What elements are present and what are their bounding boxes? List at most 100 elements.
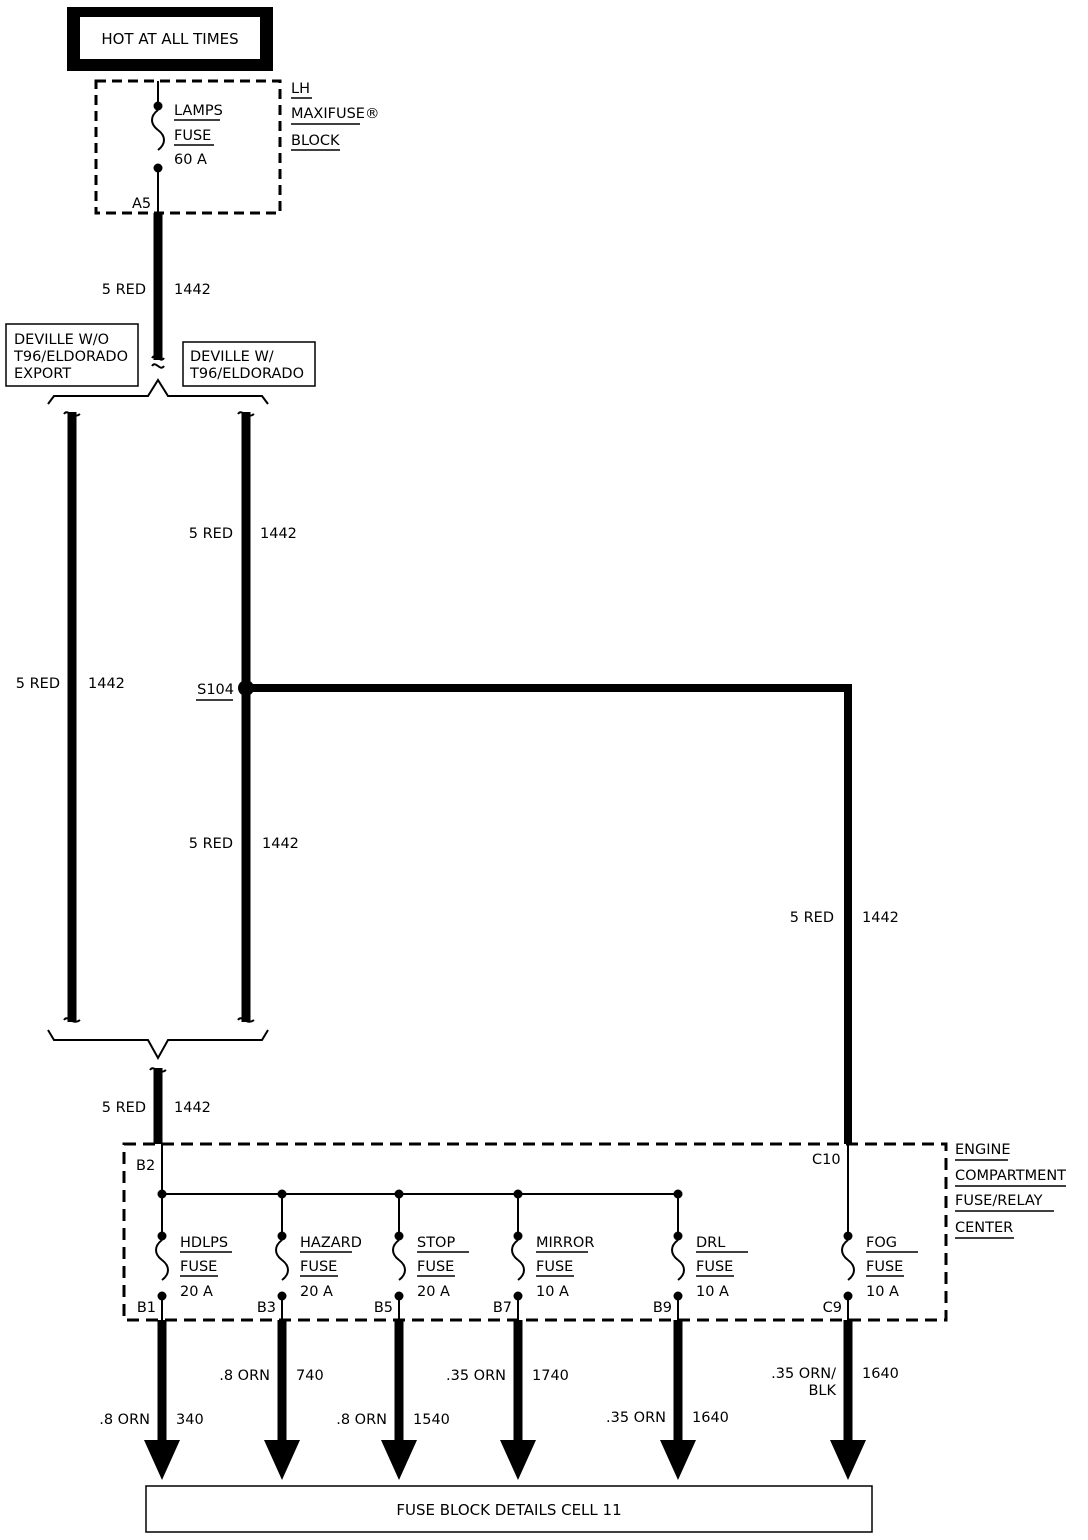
maxifuse-name-line-3: BLOCK [291,133,340,149]
engine-center-name-line-1: ENGINE [955,1142,1011,1158]
stop-output-arrow [381,1440,417,1480]
stop-fuse-symbol [392,1239,406,1281]
fog-fuse-bottom-dot [843,1291,853,1301]
wire-top-circuit: 1442 [174,282,211,298]
fog-fuse-type: FUSE [866,1259,903,1275]
engine-center-name-line-3: FUSE/RELAY [955,1193,1043,1209]
fog-fuse-name: FOG [866,1235,897,1251]
hazard-fuse-rating: 20 A [300,1284,333,1300]
fog-wire-circuit: 1640 [862,1366,899,1382]
mirror-fuse-rating: 10 A [536,1284,569,1300]
footer-text: FUSE BLOCK DETAILS CELL 11 [396,1501,621,1519]
lamps-fuse-symbol [151,109,165,151]
wire-left-gauge: 5 RED [16,676,60,692]
hdlps-output-arrow [144,1440,180,1480]
mirror-wire-gauge: .35 ORN [446,1368,506,1384]
hdlps-fuse-name: HDLPS [180,1235,228,1251]
hdlps-fuse-type: FUSE [180,1259,217,1275]
drl-fuse-top-dot [673,1231,683,1241]
splice-name: S104 [197,682,234,698]
drl-fuse-rating: 10 A [696,1284,729,1300]
mirror-fuse-name: MIRROR [536,1235,594,1251]
wire-fog-feed-circuit: 1442 [862,910,899,926]
stop-fuse-rating: 20 A [417,1284,450,1300]
wire-bottom-gauge: 5 RED [102,1100,146,1116]
lamps-fuse-name: LAMPS [174,103,223,119]
header-title: HOT AT ALL TIMES [101,30,238,48]
wire-right-upper-circuit: 1442 [260,526,297,542]
hazard-output-arrow [264,1440,300,1480]
lamps-fuse-type: FUSE [174,128,211,144]
terminal-a5: A5 [132,196,151,212]
fog-wire-gauge: .35 ORN/ [771,1366,836,1382]
mirror-fuse-type: FUSE [536,1259,573,1275]
fuse-branches: HDLPS FUSE 20 A B1 .8 ORN 340 HAZARD FUSE 20 A B3… [99,1189,918,1480]
hazard-fuse-name: HAZARD [300,1235,362,1251]
wire-fog-feed-1442: 5 RED 1442 [246,684,899,1144]
hazard-fuse-top-dot [277,1231,287,1241]
mirror-terminal: B7 [493,1300,512,1316]
variant-brace-top [47,378,269,405]
wire-top-gauge: 5 RED [102,282,146,298]
mirror-fuse-bottom-dot [513,1291,523,1301]
drl-fuse-symbol [671,1239,685,1281]
wire-right-lower-circuit: 1442 [262,836,299,852]
terminal-b2: B2 [136,1158,155,1174]
stop-fuse-top-dot [394,1231,404,1241]
hazard-fuse-bottom-dot [277,1291,287,1301]
engine-fuse-relay-center: B2 C10 ENGINE COMPARTMENT FUSE/RELAY CEN… [122,1142,1066,1322]
mirror-fuse-symbol [511,1239,525,1281]
drl-terminal: B9 [653,1300,672,1316]
stop-fuse-bottom-dot [394,1291,404,1301]
hazard-fuse-symbol [275,1239,289,1281]
drl-wire-circuit: 1640 [692,1410,729,1426]
fog-output-arrow [830,1440,866,1480]
variant-left-line-1: DEVILLE W/O [14,332,109,348]
drl-fuse-name: DRL [696,1235,725,1251]
hazard-fuse-type: FUSE [300,1259,337,1275]
stop-fuse-type: FUSE [417,1259,454,1275]
hdlps-fuse-rating: 20 A [180,1284,213,1300]
footer-box: FUSE BLOCK DETAILS CELL 11 [145,1485,873,1533]
stop-terminal: B5 [374,1300,393,1316]
drl-fuse-type: FUSE [696,1259,733,1275]
wire-bottom-1442: 5 RED 1442 [102,1067,211,1144]
stop-wire-circuit: 1540 [413,1412,450,1428]
variant-left-line-2: T96/ELDORADO [13,349,128,365]
hdlps-fuse-top-dot [157,1231,167,1241]
drl-output-arrow [660,1440,696,1480]
hazard-terminal: B3 [257,1300,276,1316]
variant-left-line-3: EXPORT [14,366,71,382]
power-source-header: HOT AT ALL TIMES [67,7,273,71]
drl-fuse-bottom-dot [673,1291,683,1301]
variant-right-line-2: T96/ELDORADO [189,366,304,382]
fog-wire-gauge-line-2: BLK [808,1383,836,1399]
engine-center-name-line-4: CENTER [955,1220,1013,1236]
hdlps-fuse-symbol [155,1239,169,1281]
mirror-output-arrow [500,1440,536,1480]
wire-top-1442: 5 RED 1442 [102,213,211,369]
hdlps-terminal: B1 [137,1300,156,1316]
wire-fog-feed-gauge: 5 RED [790,910,834,926]
drl-wire-gauge: .35 ORN [606,1410,666,1426]
variant-left-box: DEVILLE W/O T96/ELDORADO EXPORT [5,323,139,387]
wire-right-upper-gauge: 5 RED [189,526,233,542]
maxifuse-block: LAMPS FUSE 60 A A5 LH MAXIFUSE® BLOCK [94,79,379,215]
stop-fuse-name: STOP [417,1235,455,1251]
hdlps-wire-circuit: 340 [176,1412,204,1428]
fog-fuse-rating: 10 A [866,1284,899,1300]
wire-bottom-circuit: 1442 [174,1100,211,1116]
fog-fuse-top-dot [843,1231,853,1241]
hazard-wire-circuit: 740 [296,1368,324,1384]
wire-right-lower-gauge: 5 RED [189,836,233,852]
stop-wire-gauge: .8 ORN [336,1412,387,1428]
wire-left-branch-1442: 5 RED 1442 [16,411,125,1023]
mirror-fuse-top-dot [513,1231,523,1241]
fog-fuse-symbol [841,1239,855,1281]
hdlps-fuse-bottom-dot [157,1291,167,1301]
variant-right-box: DEVILLE W/ T96/ELDORADO [182,341,316,387]
lamps-fuse-rating: 60 A [174,152,207,168]
wire-left-circuit: 1442 [88,676,125,692]
variant-brace-bottom [47,1029,269,1061]
